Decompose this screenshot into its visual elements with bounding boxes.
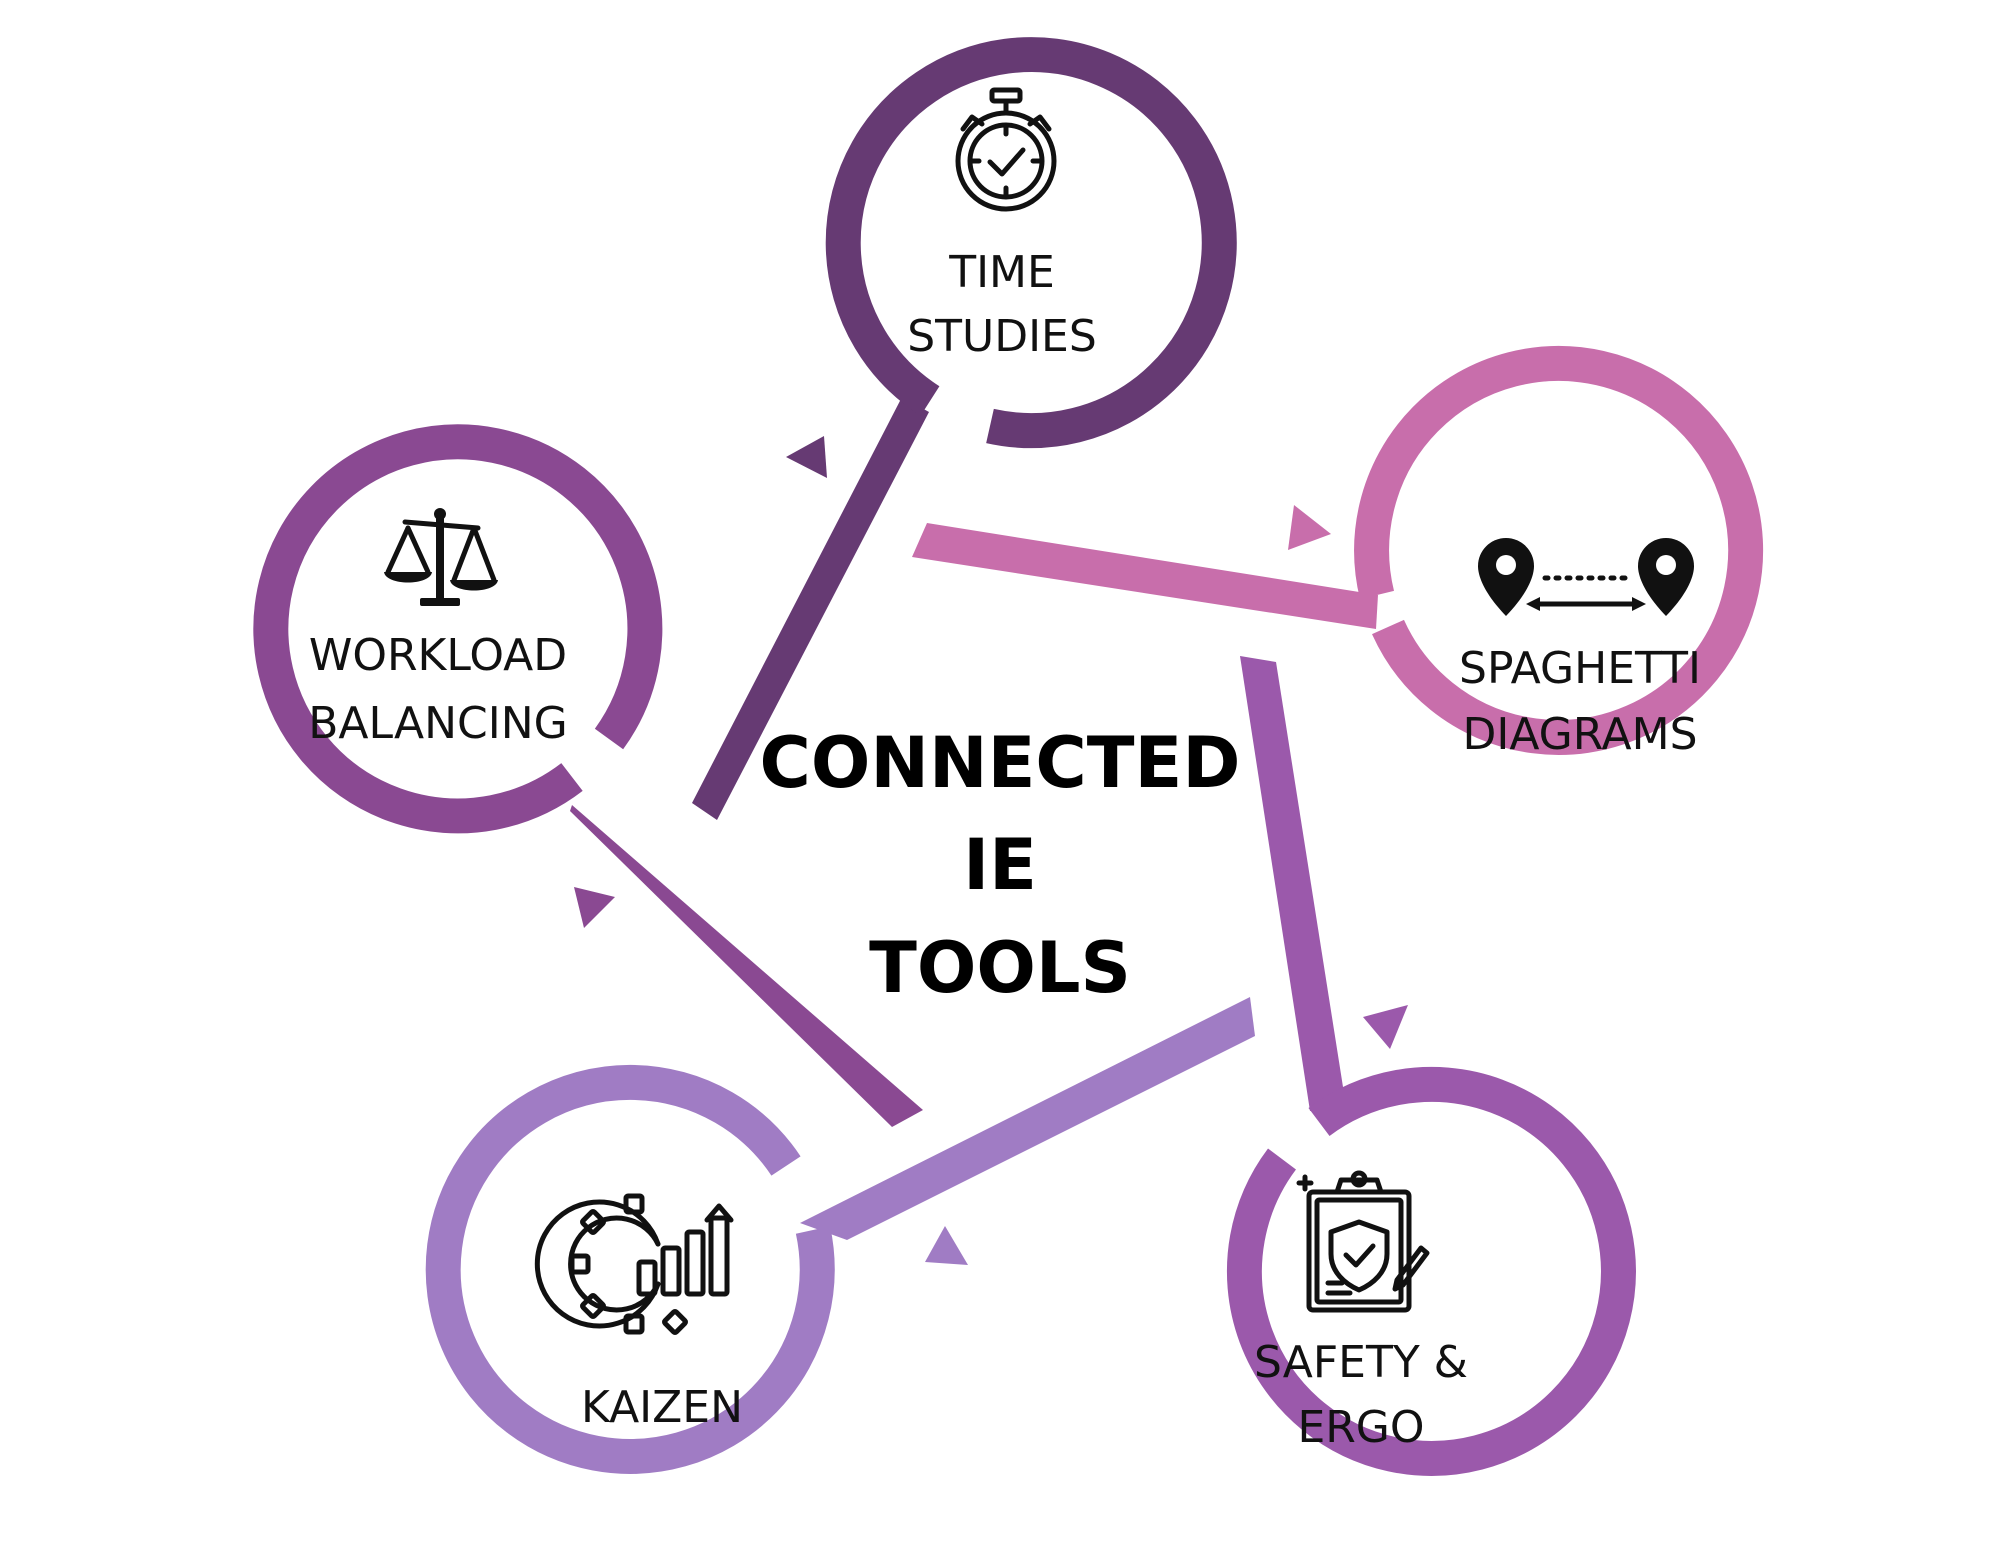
connector-time-to-spaghetti [912,523,1378,629]
stopwatch-icon [955,87,1057,212]
gear-chart-icon [534,1193,734,1335]
center-title-line-3: TOOLS [869,927,1131,1009]
location-pins-icon [1478,538,1694,616]
time-studies-label-line-1: TIME [948,247,1055,298]
center-title-line-1: CONNECTED [760,722,1241,804]
kaizen-label: KAIZEN [581,1382,743,1433]
workload-balancing-ring [253,424,663,834]
center-title-line-2: IE [963,824,1037,906]
time-studies-ring [825,37,1237,449]
arrowhead-to-time-studies [786,436,827,478]
arrowhead-to-spaghetti-diagrams [1288,505,1331,550]
workload-balancing-label-line-1: WORKLOAD [309,630,567,681]
arrowhead-to-kaizen [925,1226,968,1265]
safety-ergo-label-line-2: ERGO [1297,1402,1424,1453]
spaghetti-diagrams-label-line-1: SPAGHETTI [1459,643,1701,694]
safety-ergo-ring [1226,1066,1636,1476]
arrowhead-to-safety-ergo [1363,1005,1408,1049]
clipboard-shield-icon [1296,1170,1430,1313]
balance-scale-icon [384,508,498,606]
workload-balancing-label-line-2: BALANCING [308,698,568,749]
connector-time-to-workload [692,397,929,820]
spaghetti-diagrams-label-line-2: DIAGRAMS [1462,709,1697,760]
connector-spaghetti-to-safety [1240,656,1346,1111]
time-studies-label-line-2: STUDIES [907,311,1097,362]
connector-kaizen-to-workload [570,805,923,1127]
safety-ergo-label-line-1: SAFETY & [1254,1337,1468,1388]
arrowhead-to-workload-balancing [574,887,615,928]
spaghetti-diagrams-ring [1354,345,1764,755]
kaizen-ring [425,1064,835,1474]
connector-safety-to-kaizen [800,997,1255,1240]
